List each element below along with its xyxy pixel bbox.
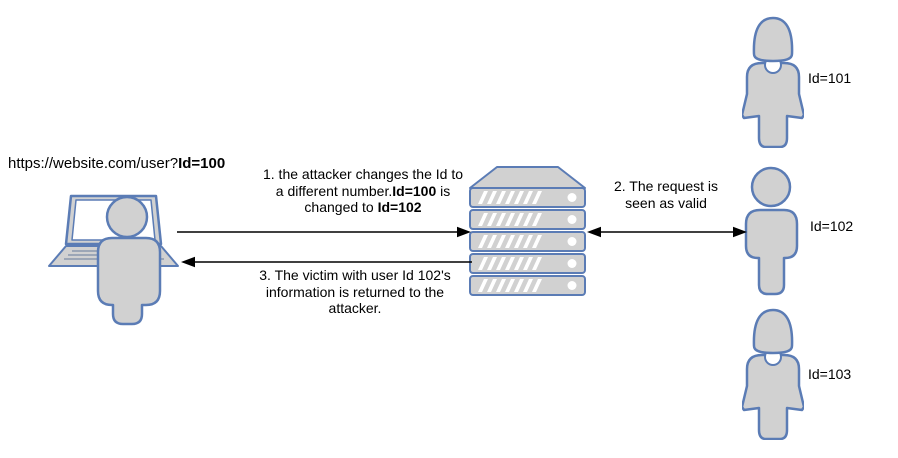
step3-line1-text: 3. The victim with user Id 102's: [259, 267, 451, 283]
step3-line2-text: information is returned to the: [265, 283, 445, 300]
step1-line2-pre: a different number.: [275, 182, 393, 199]
step2-line2: seen as valid: [596, 195, 736, 212]
attacker-body: [96, 236, 162, 326]
server-slab: [469, 209, 586, 230]
server-slab: [469, 231, 586, 252]
victim-body: [744, 208, 799, 296]
female-user-icon: [742, 16, 804, 148]
url-id-text: Id=100: [178, 155, 226, 172]
arrow-server-to-attacker: [181, 256, 472, 268]
female-user-icon: [742, 308, 804, 440]
attacker-url-label: https://website.com/user?Id=100: [8, 155, 225, 172]
arrow-attacker-to-server: [177, 226, 471, 238]
step2-line1: 2. The request is: [596, 178, 736, 195]
step1-id102-bold: Id=102: [377, 199, 422, 215]
server-stack-icon: [469, 166, 586, 296]
step3-line1: 3. The victim with user Id 102's: [236, 267, 474, 284]
step1-label: 1. the attacker changes the Id to a diff…: [240, 166, 486, 216]
server-slab: [469, 275, 586, 296]
step3-label: 3. The victim with user Id 102's informa…: [236, 267, 474, 317]
user-id-label: Id=102: [810, 218, 854, 234]
step1-line1-text: 1. the attacker changes the Id to: [262, 166, 464, 182]
victim-head: [750, 166, 792, 208]
step2-label: 2. The request is seen as valid: [596, 178, 736, 211]
step3-line2: information is returned to the: [236, 284, 474, 301]
male-user-icon: [744, 166, 799, 296]
server-slab: [469, 187, 586, 208]
server-top: [469, 166, 586, 189]
server-slab: [469, 253, 586, 274]
url-prefix-text: https://website.com/user?: [8, 155, 179, 172]
step2-line2-text: seen as valid: [625, 194, 707, 211]
user-id-label: Id=101: [808, 70, 852, 86]
step1-line2: a different number.Id=100 is: [240, 183, 486, 200]
step1-line2-post: is: [436, 182, 451, 199]
step3-line3-text: attacker.: [328, 300, 382, 316]
step2-line1-text: 2. The request is: [613, 178, 719, 194]
step1-line3-pre: changed to: [304, 199, 378, 215]
attacker-head: [105, 195, 149, 239]
step1-id100-bold: Id=100: [392, 182, 437, 199]
step3-line3: attacker.: [236, 300, 474, 317]
step1-line1: 1. the attacker changes the Id to: [240, 166, 486, 183]
user-id-label: Id=103: [808, 366, 852, 382]
arrow-server-victim-bidirectional: [587, 226, 747, 238]
laptop-user-icon: [48, 194, 179, 326]
step1-line3: changed to Id=102: [240, 199, 486, 216]
